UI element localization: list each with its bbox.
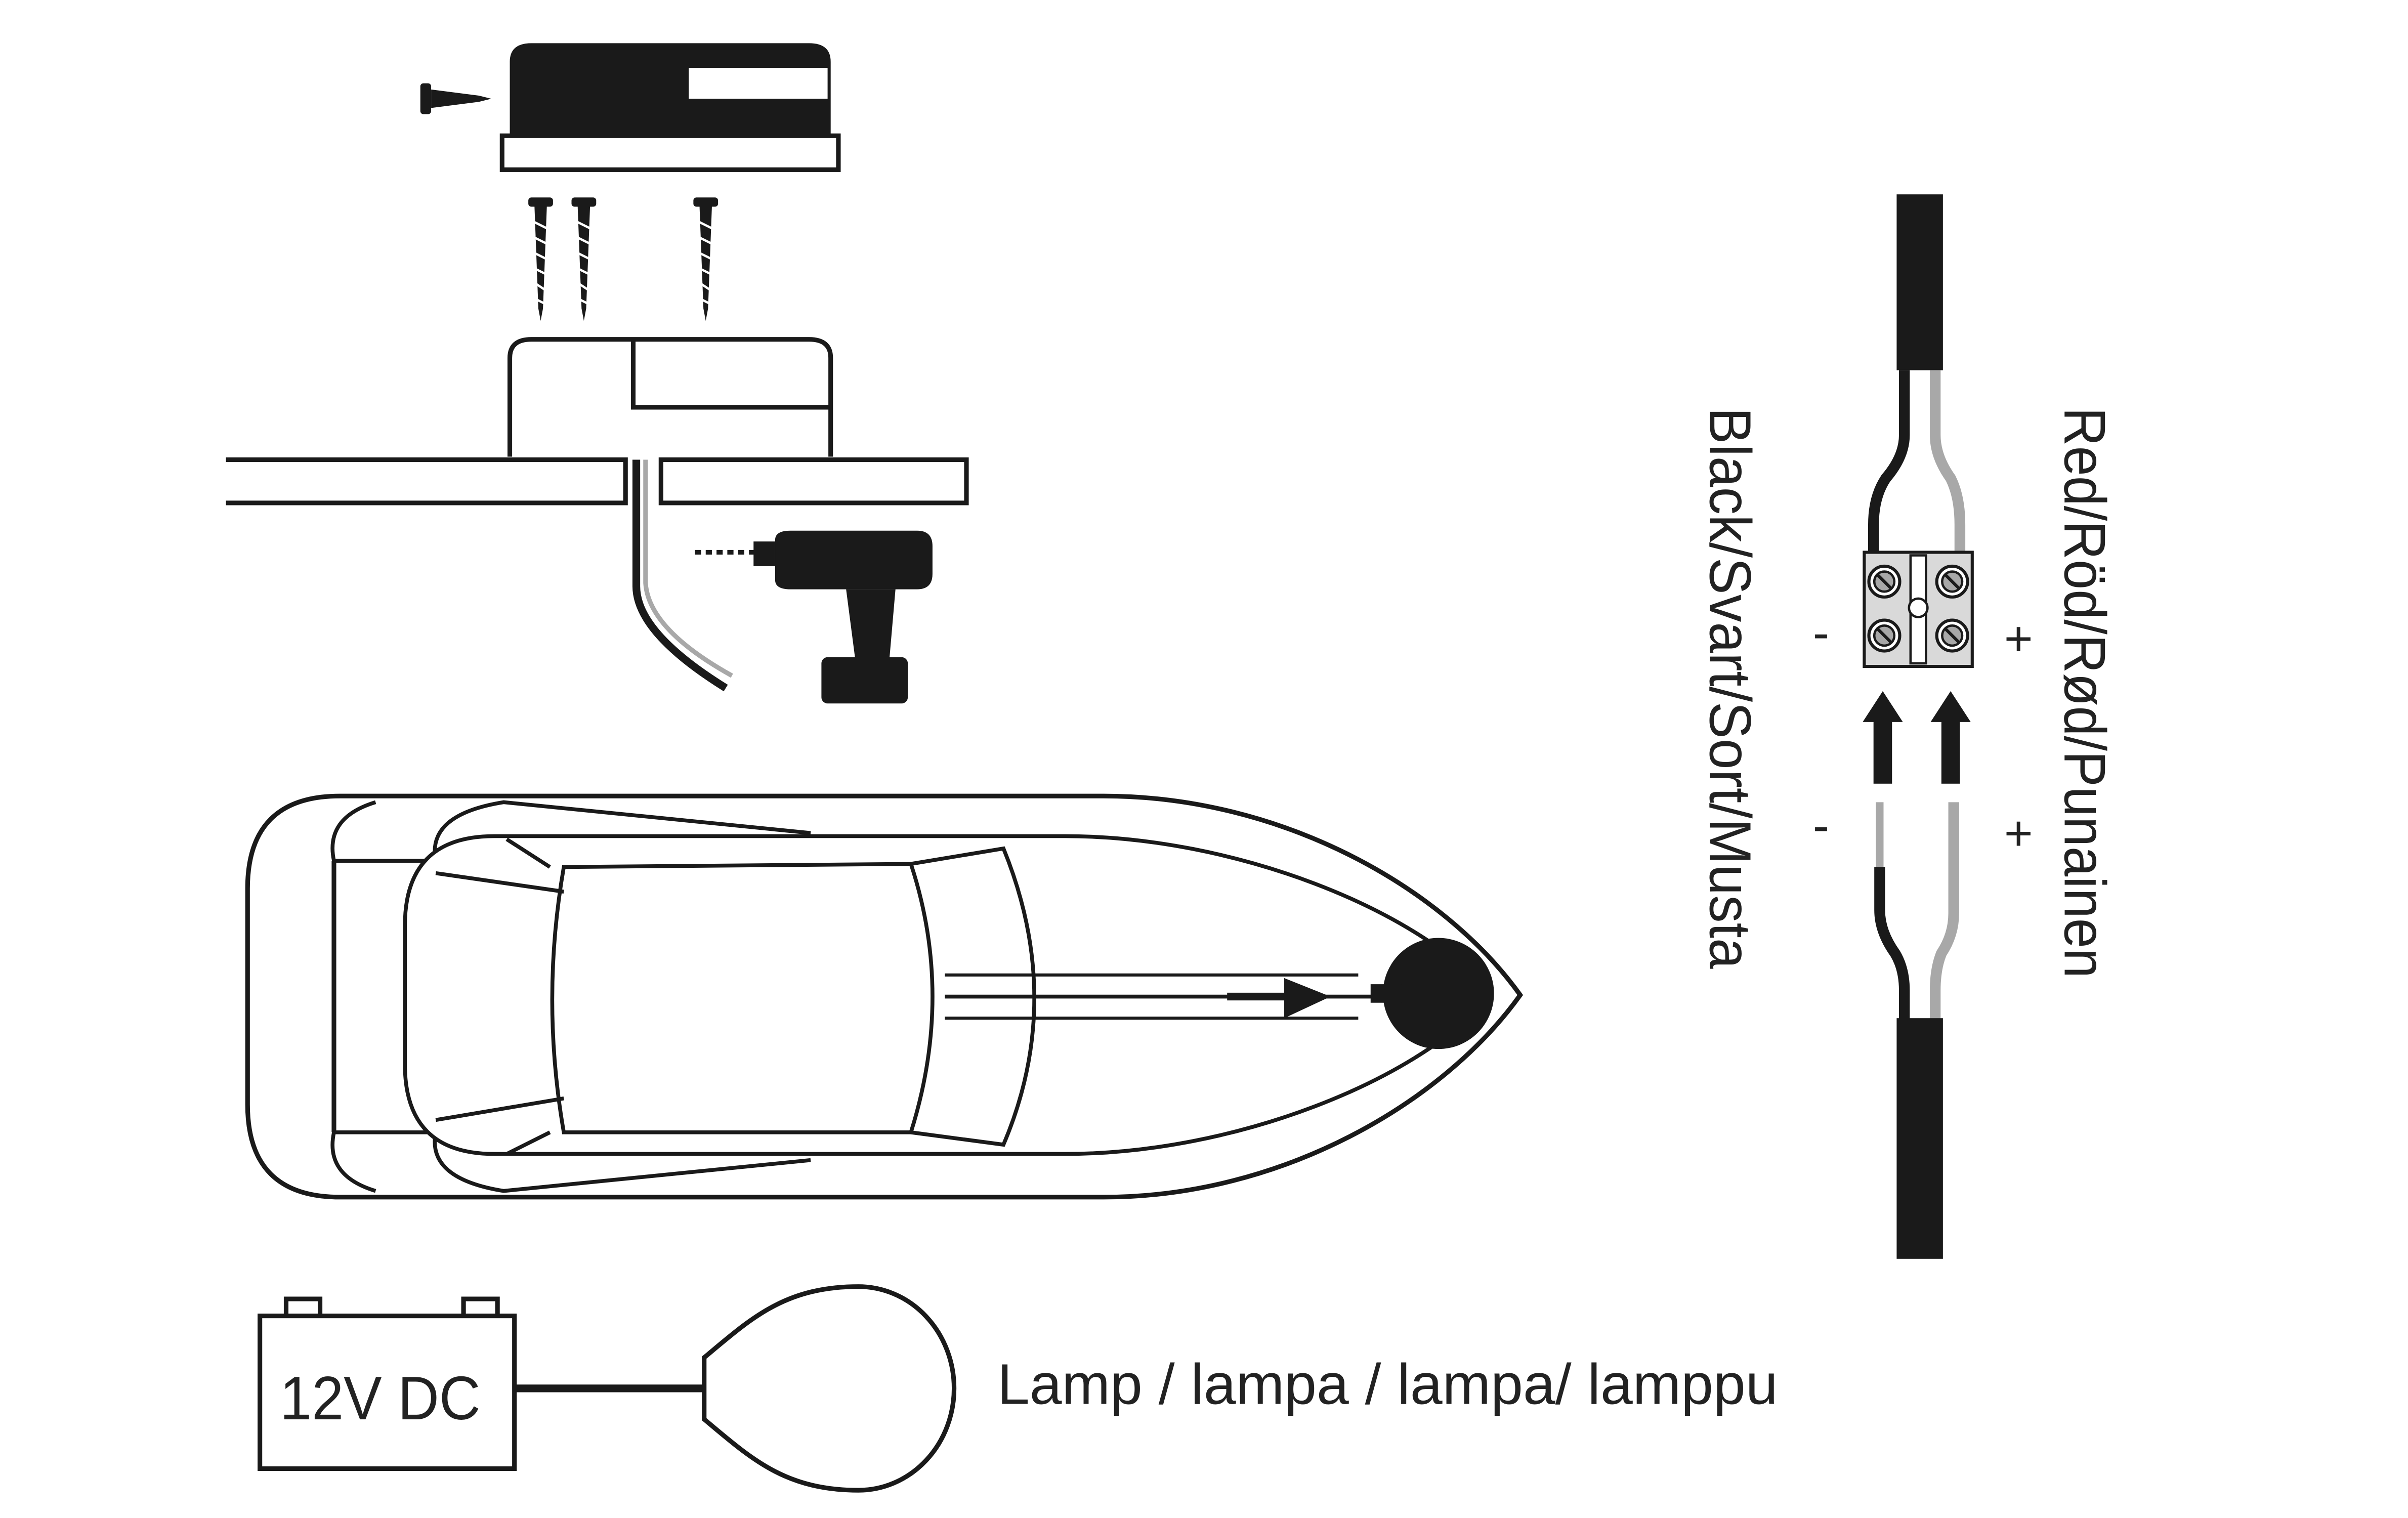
screw-icon [420,83,491,114]
screw-icon [528,197,718,321]
black-wire-label: Black/Svart/Sort/Musta [1698,407,1763,969]
lamp-icon [702,1284,957,1493]
terminal-block-icon [1863,551,1974,668]
minus-sign-bottom: - [1813,798,1829,853]
battery-label: 12V DC [280,1364,480,1432]
deck-surface [226,457,969,505]
wiring-detail [1863,194,1974,1259]
lamp-base [507,337,833,457]
lamp-label: Lamp / lampa / lampa/ lamppu [997,1352,1778,1416]
drill-icon [695,530,933,704]
plus-sign-top: + [2004,611,2033,666]
plus-sign-bottom: + [2004,806,2033,861]
minus-sign-top: - [1813,605,1829,660]
arrow-up-icon [1863,691,1971,784]
wire-direction-arrow [1227,978,1331,1019]
battery-icon [258,1296,517,1471]
bow-lamp-marker [1370,938,1494,1049]
lamp-cover [499,43,841,172]
cable [632,459,733,692]
red-wire-label: Red/Röd/Rød/Punainen [2052,407,2118,978]
